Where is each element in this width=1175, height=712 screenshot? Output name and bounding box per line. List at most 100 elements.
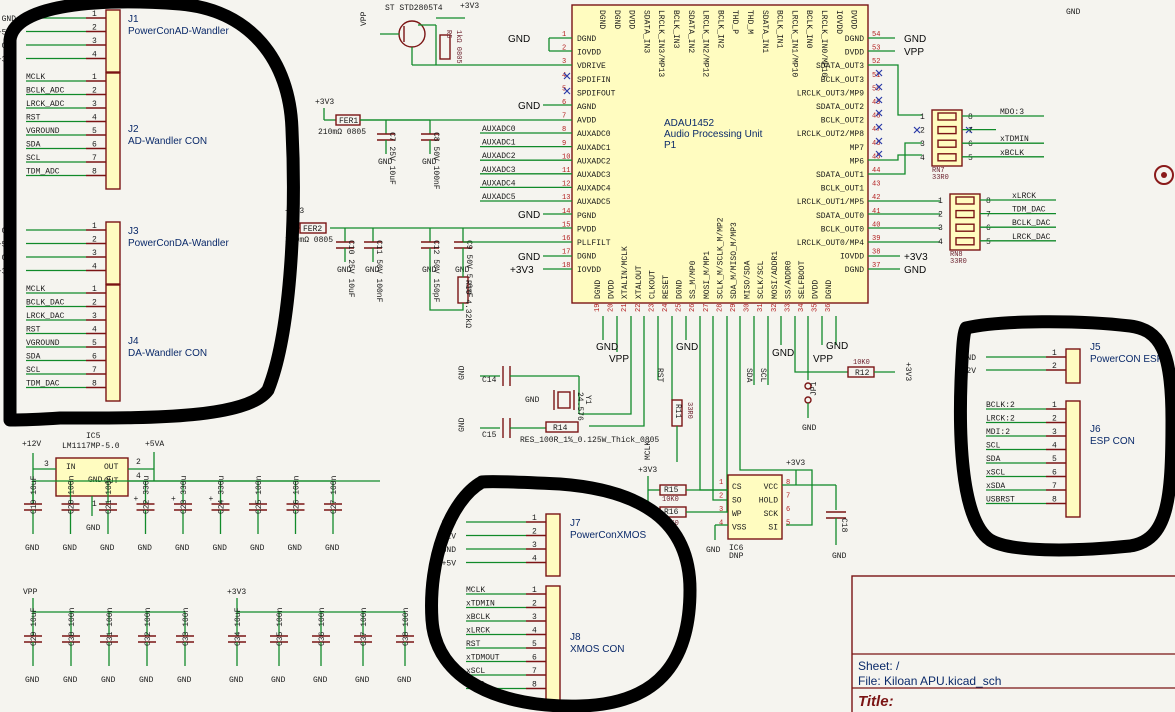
- connector-pin-num: 2: [92, 87, 97, 96]
- net-label: xBCLK: [1000, 149, 1024, 158]
- rn-ref: RN7: [932, 167, 945, 175]
- svg-text:FER2: FER2: [303, 225, 322, 234]
- connector-net: SDA: [26, 353, 41, 362]
- connector-title: PowerCON ESP: [1090, 354, 1164, 365]
- connector-pin-num: 6: [532, 654, 537, 663]
- svg-text:OUT: OUT: [104, 463, 119, 472]
- chip-pin-left: AUXADC2: [577, 157, 611, 166]
- polarity-mark: +: [134, 495, 139, 504]
- chip-pin-top: SDATA_IN1: [760, 10, 769, 53]
- chip-pin-num: 6: [562, 99, 566, 107]
- connector-net: SCL: [26, 154, 41, 163]
- connector-net: BCLK_DAC: [26, 299, 65, 308]
- gnd-label: GND: [63, 544, 78, 553]
- jumper-jp1[interactable]: JP1 GND R12 10K0 +3V3: [802, 359, 912, 433]
- connector-pin-num: 6: [92, 141, 97, 150]
- chip-pin-bottom: SCLK/SCL: [757, 260, 766, 299]
- connector-title: PowerConDA-Wandler: [128, 238, 229, 249]
- chip-pin-right: LRCLK_OUT0/MP4: [797, 239, 864, 248]
- ic5-regulator[interactable]: IC5 LM1117MP-5.0 IN GND OUT OUT 3 1 2 4 …: [22, 432, 380, 533]
- aux-label: AUXADC5: [482, 193, 516, 202]
- resistor-r11[interactable]: RST 33R0 R11 MCLK SDA SCL GND VPP GND: [644, 341, 848, 462]
- svg-text:24.576: 24.576: [575, 392, 584, 421]
- chip-pin-left: PVDD: [577, 225, 596, 234]
- gnd-label: GND: [397, 676, 412, 685]
- chip-pin-right: SDATA_OUT3: [816, 62, 864, 71]
- gnd-label: GND: [325, 544, 340, 553]
- ic6-pin-num: 3: [719, 506, 723, 514]
- svg-text:ST STD2805T4: ST STD2805T4: [385, 4, 443, 13]
- ferrite-fer1[interactable]: +3V3 FER1 210mΩ 0805: [315, 98, 366, 137]
- chip-pin-bottom: SELFBOOT: [798, 260, 807, 299]
- svg-text:LM1117MP-5.0: LM1117MP-5.0: [62, 442, 120, 451]
- svg-text:+3V3: +3V3: [903, 362, 912, 381]
- chip-pin-num: 18: [562, 262, 570, 270]
- svg-text:RES_100R_1%_0.125W_Thick_0805: RES_100R_1%_0.125W_Thick_0805: [520, 436, 659, 445]
- connector-j8[interactable]: 1MCLK2xTDMIN3xBCLK4xLRCK5RST6xTDMOUT7xSC…: [466, 585, 624, 703]
- crystal-y1[interactable]: GND GND C14 C15 GND 24.576 Y1 R14 RES_10…: [458, 342, 698, 445]
- chip-pin-top: IOVDD: [834, 10, 843, 34]
- connector-net: BCLK_ADC: [26, 87, 65, 96]
- connector-title: AD-Wandler CON: [128, 136, 207, 147]
- connector-net: GND: [2, 15, 17, 24]
- transistor-q1[interactable]: ST STD2805T4 VPP +3V3 R5 1kΩ 0805: [360, 2, 479, 65]
- chip-pin-num: 44: [872, 167, 880, 175]
- connector-j4[interactable]: 1MCLK2BCLK_DAC3LRCK_DAC4RST5VGROUND6SDA7…: [26, 284, 207, 402]
- chip-left-wires: [330, 37, 572, 270]
- connector-net: SCL: [26, 366, 41, 375]
- main-chip[interactable]: ADAU1452 Audio Processing Unit P1 DGND1I…: [562, 4, 880, 312]
- ic6-pin-num: 6: [786, 506, 790, 514]
- chip-pin-right: MP6: [850, 157, 865, 166]
- chip-pin-num: 45: [872, 153, 880, 161]
- chip-pin-num: 13: [562, 194, 570, 202]
- svg-text:GND: GND: [706, 546, 721, 555]
- svg-text:2: 2: [136, 458, 141, 467]
- chip-pin-num: 20: [608, 304, 616, 312]
- connector-pin-num: 1: [92, 10, 97, 19]
- gnd-label: GND: [271, 676, 286, 685]
- ic6-pin-num: 7: [786, 493, 790, 501]
- connector-pin-num: 4: [532, 555, 537, 564]
- svg-text:JP1: JP1: [810, 381, 819, 396]
- chip-pin-num: 9: [562, 140, 566, 148]
- connector-pin-num: 5: [1052, 455, 1057, 464]
- svg-text:+3V3: +3V3: [786, 459, 805, 468]
- aux-label: AUXADC0: [482, 125, 516, 134]
- aux-label: AUXADC3: [482, 166, 516, 175]
- connector-j2[interactable]: 1MCLK2BCLK_ADC3LRCK_ADC4RST5VGROUND6SDA7…: [26, 72, 207, 190]
- chip-pin-num: 26: [689, 304, 697, 312]
- connector-j6[interactable]: 1BCLK:22LRCK:23MDI:24SCL5SDA6xSCL7xSDA8U…: [986, 400, 1135, 518]
- net-label: MDO:3: [1000, 108, 1024, 117]
- svg-text:VPP: VPP: [813, 354, 833, 365]
- net-label: xTDMIN: [1000, 135, 1029, 144]
- svg-text:+12V: +12V: [22, 440, 41, 449]
- chip-pin-num: 52: [872, 58, 880, 66]
- chip-pin-num: 37: [872, 262, 880, 270]
- rn-pin-num: 2: [920, 127, 925, 136]
- connector-net: TDM_DAC: [26, 380, 60, 389]
- chip-pin-right: SDATA_OUT1: [816, 171, 864, 180]
- connector-pin-num: 2: [1052, 415, 1057, 424]
- chip-pin-right: LRCLK_OUT1/MP5: [797, 198, 864, 207]
- gnd-label: GND: [313, 676, 328, 685]
- svg-text:+3V3: +3V3: [510, 265, 534, 276]
- chip-pin-right: BCLK_OUT3: [821, 76, 864, 85]
- connector-net: VGROUND: [26, 127, 60, 136]
- rn-pin-num: 7: [986, 211, 991, 220]
- svg-text:210mΩ 0805: 210mΩ 0805: [285, 236, 333, 245]
- connector-pin-num: 6: [1052, 469, 1057, 478]
- chip-pin-top: BCLK_IN3: [671, 10, 680, 49]
- rn-val: 33R0: [950, 258, 967, 266]
